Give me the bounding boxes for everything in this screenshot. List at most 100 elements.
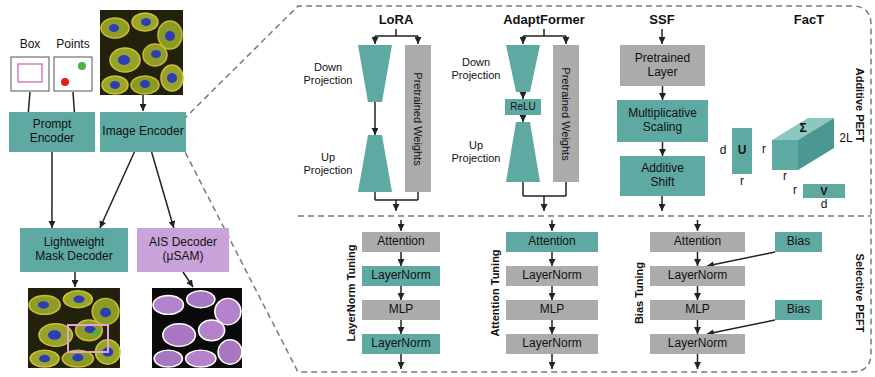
method-title: AdaptFormer: [503, 13, 585, 27]
flow-arrow: [565, 36, 567, 44]
zoom-region: [183, 6, 871, 372]
factor-tensor: Σ: [772, 118, 834, 170]
box-text: LayerNorm: [668, 269, 727, 283]
box-text: V: [820, 185, 827, 198]
box-text: Bias: [787, 235, 810, 249]
projection-label-box: Down Projection: [448, 45, 504, 92]
box-text: LayerNorm: [371, 337, 430, 351]
encoder-box: Image Encoder: [100, 112, 186, 152]
projection-shape: Up Projection: [300, 135, 392, 192]
negative-point: [61, 78, 69, 86]
trapezoid-shape: [506, 122, 540, 182]
connector: [551, 252, 553, 266]
trapezoid-fill: [506, 122, 540, 182]
flow-arrow: [400, 354, 402, 369]
layer-box: LayerNorm: [650, 266, 745, 286]
method-title: SSF: [649, 13, 674, 27]
box-text: LayerNorm: [522, 269, 581, 283]
dimension-label: r: [783, 170, 787, 183]
connector: [697, 286, 699, 300]
method-title: LoRA: [379, 13, 414, 27]
activation-box: ReLU: [505, 99, 541, 115]
layer-box: Attention: [506, 232, 598, 252]
dimension-label: r: [762, 143, 766, 156]
bias-box: Bias: [775, 232, 822, 252]
projection-label-box: Down Projection: [300, 45, 356, 102]
prompt-heading: Points: [52, 38, 94, 52]
layer-box: LayerNorm: [506, 334, 598, 354]
flow-arrow: [661, 196, 663, 211]
connector: [697, 252, 699, 266]
tensor-front-face: [772, 140, 798, 170]
box-text: LayerNorm: [522, 337, 581, 351]
layer-box: LayerNorm: [506, 266, 598, 286]
method-label: Bias Tuning: [633, 262, 645, 324]
trapezoid-shape: [506, 45, 540, 92]
dimension-label: 2L: [839, 132, 852, 145]
connector: [51, 152, 53, 228]
box-text: Multiplicative Scaling: [617, 107, 708, 135]
flow-arrow: [551, 354, 553, 369]
connector: [707, 320, 775, 334]
decoder-box: Lightweight Mask Decoder: [20, 228, 128, 272]
box-text: Attention: [528, 235, 575, 249]
box-text: Prompt Encoder: [9, 118, 95, 146]
connector: [697, 320, 699, 334]
connector: [73, 92, 74, 112]
tensor-symbol: Σ: [799, 122, 806, 136]
box-text: MLP: [685, 303, 710, 317]
split-line: [375, 29, 418, 36]
layer-box: Attention: [650, 232, 745, 252]
trapezoid-fill: [358, 135, 392, 192]
connector: [662, 86, 664, 100]
point-prompt-icon: [54, 57, 92, 91]
prompt-heading: Box: [10, 38, 50, 52]
flow-arrow: [395, 200, 397, 211]
mask-output-image: [28, 288, 120, 368]
dimension-label: d: [821, 198, 828, 211]
connector: [400, 286, 402, 300]
box-text: U: [738, 144, 747, 158]
box-text: LayerNorm: [371, 269, 430, 283]
flow-arrow: [551, 220, 553, 231]
method-label: Attention Tuning: [489, 249, 501, 336]
box-overlay: [68, 325, 108, 352]
prompt-icon: Points: [52, 38, 94, 92]
trapezoid-shape: [358, 45, 392, 102]
projection-shape: Down Projection: [448, 45, 540, 92]
flow-arrow: [522, 36, 524, 44]
box-text: Lightweight Mask Decoder: [33, 236, 115, 264]
shift-box: Additive Shift: [620, 156, 705, 196]
connector: [28, 92, 30, 112]
weights-text: Pretrained Weights: [412, 72, 425, 165]
projection-label: Up Projection: [448, 139, 504, 164]
split-line: [523, 29, 566, 36]
connector: [400, 252, 402, 266]
box-text: AIS Decoder (μSAM): [137, 236, 229, 264]
connector: [400, 320, 402, 334]
trapezoid-shape: [358, 135, 392, 192]
flow-arrow: [400, 220, 402, 231]
connector: [374, 102, 376, 135]
prompt-icon: Box: [10, 38, 50, 92]
instance-output-image: [152, 288, 242, 368]
box-text: MLP: [540, 303, 565, 317]
flow-arrow: [543, 196, 545, 211]
layer-box: MLP: [506, 300, 598, 320]
projection-label: Up Projection: [300, 151, 356, 176]
dimension-label: d: [720, 144, 727, 157]
microscopy-image: [100, 10, 183, 95]
projection-label: Down Projection: [300, 61, 356, 86]
connector: [551, 320, 553, 334]
connector: [100, 152, 134, 228]
section-label: Additive PEFT: [854, 68, 866, 143]
flow-arrow: [417, 36, 419, 44]
flow-arrow: [661, 29, 663, 44]
trapezoid-fill: [358, 45, 392, 102]
layer-box: MLP: [362, 300, 440, 320]
factor-matrix: V: [803, 184, 845, 198]
tensor-side-face: [798, 118, 834, 170]
